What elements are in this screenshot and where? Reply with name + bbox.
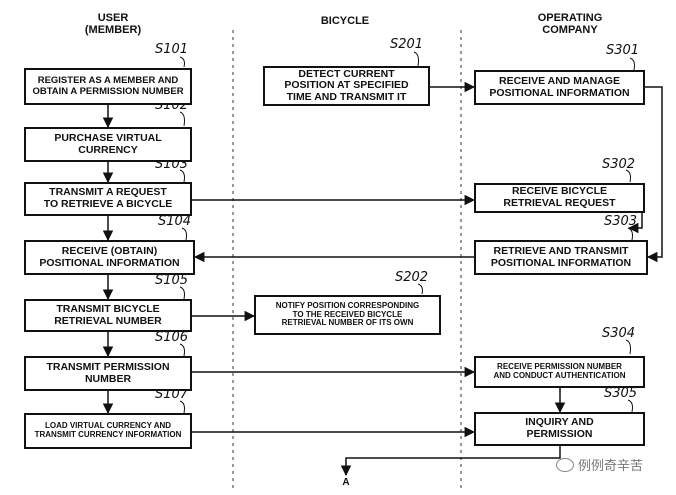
column-header-bicycle: BICYCLE [320,15,370,27]
connector-label: A [342,477,350,488]
column-header-company: OPERATING COMPANY [537,12,603,36]
step-box-s104: RECEIVE (OBTAIN) POSITIONAL INFORMATION [24,240,195,275]
step-box-s202: NOTIFY POSITION CORRESPONDING TO THE REC… [254,295,441,335]
column-header-user: USER (MEMBER) [84,12,142,36]
step-box-s301: RECEIVE AND MANAGE POSITIONAL INFORMATIO… [474,70,645,105]
step-box-s105: TRANSMIT BICYCLE RETRIEVAL NUMBER [24,299,192,332]
step-box-s102: PURCHASE VIRTUAL CURRENCY [24,127,192,162]
step-box-s103: TRANSMIT A REQUEST TO RETRIEVE A BICYCLE [24,182,192,216]
step-box-s106: TRANSMIT PERMISSION NUMBER [24,356,192,391]
step-box-s201: DETECT CURRENT POSITION AT SPECIFIED TIM… [263,66,430,106]
step-box-s303: RETRIEVE AND TRANSMIT POSITIONAL INFORMA… [474,240,648,275]
step-label-s301: S301 [606,43,640,58]
step-label-s201: S201 [390,37,424,52]
step-label-s304: S304 [602,326,636,341]
step-label-s305: S305 [604,386,638,401]
step-box-s305: INQUIRY AND PERMISSION [474,412,645,446]
wechat-icon [556,458,574,472]
step-label-s202: S202 [395,270,429,285]
step-box-s304: RECEIVE PERMISSION NUMBER AND CONDUCT AU… [474,356,645,388]
step-label-s302: S302 [602,157,636,172]
arrow-s302-s303 [627,213,643,234]
arrow-s301-s303 [645,86,663,263]
arrow-s305-connector [340,446,561,477]
step-label-s106: S106 [155,330,189,345]
step-box-s107: LOAD VIRTUAL CURRENCY AND TRANSMIT CURRE… [24,413,192,449]
step-label-s104: S104 [158,214,192,229]
step-label-s303: S303 [604,214,638,229]
watermark-text: 例例奇辛苦 [578,459,644,474]
step-label-s101: S101 [155,42,189,57]
step-label-s105: S105 [155,273,189,288]
step-box-s101: REGISTER AS A MEMBER AND OBTAIN A PERMIS… [24,68,192,105]
step-box-s302: RECEIVE BICYCLE RETRIEVAL REQUEST [474,183,645,213]
